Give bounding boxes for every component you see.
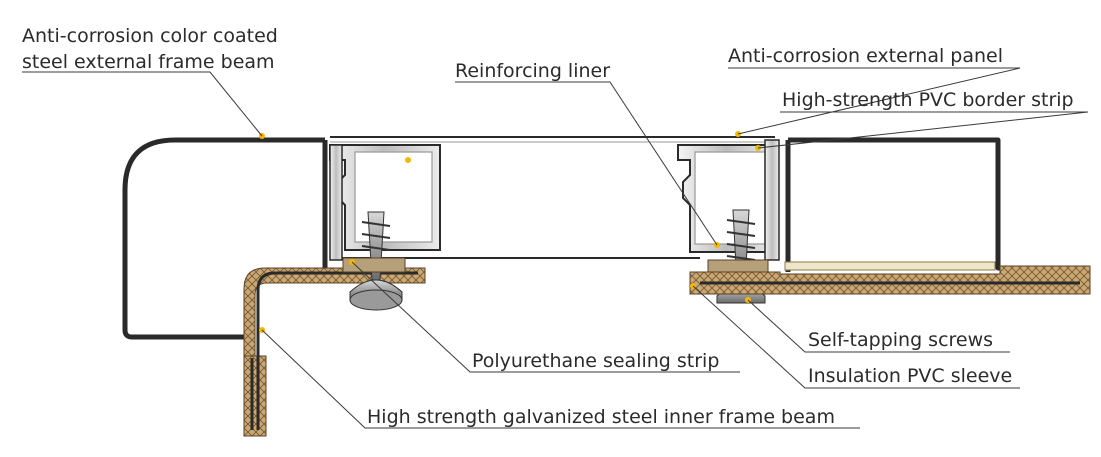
label-outer-frame-line1: Anti-corrosion color coated [22, 25, 278, 47]
inner-frame-beam [243, 267, 426, 437]
label-inner-frame-beam: High strength galvanized steel inner fra… [367, 406, 835, 428]
label-pvc-border-strip: High-strength PVC border strip [782, 89, 1074, 111]
pvc-border-strip [784, 137, 1085, 272]
label-outer-frame-line2: steel external frame beam [22, 51, 275, 73]
insulation-pvc-sleeve [689, 265, 1091, 295]
leader-lines [22, 67, 1089, 429]
label-insulation-sleeve: Insulation PVC sleeve [808, 365, 1012, 387]
outer-frame-beam [122, 137, 328, 340]
label-reinforcing-liner: Reinforcing liner [455, 60, 610, 82]
reinforcing-liner-left [329, 144, 441, 261]
pu-sealing-strip-right [707, 259, 769, 273]
reinforcing-liner-right [677, 139, 780, 261]
label-self-tapping-screws: Self-tapping screws [808, 329, 993, 351]
label-pu-sealing-strip: Polyurethane sealing strip [472, 350, 719, 372]
label-external-panel: Anti-corrosion external panel [728, 45, 1003, 67]
